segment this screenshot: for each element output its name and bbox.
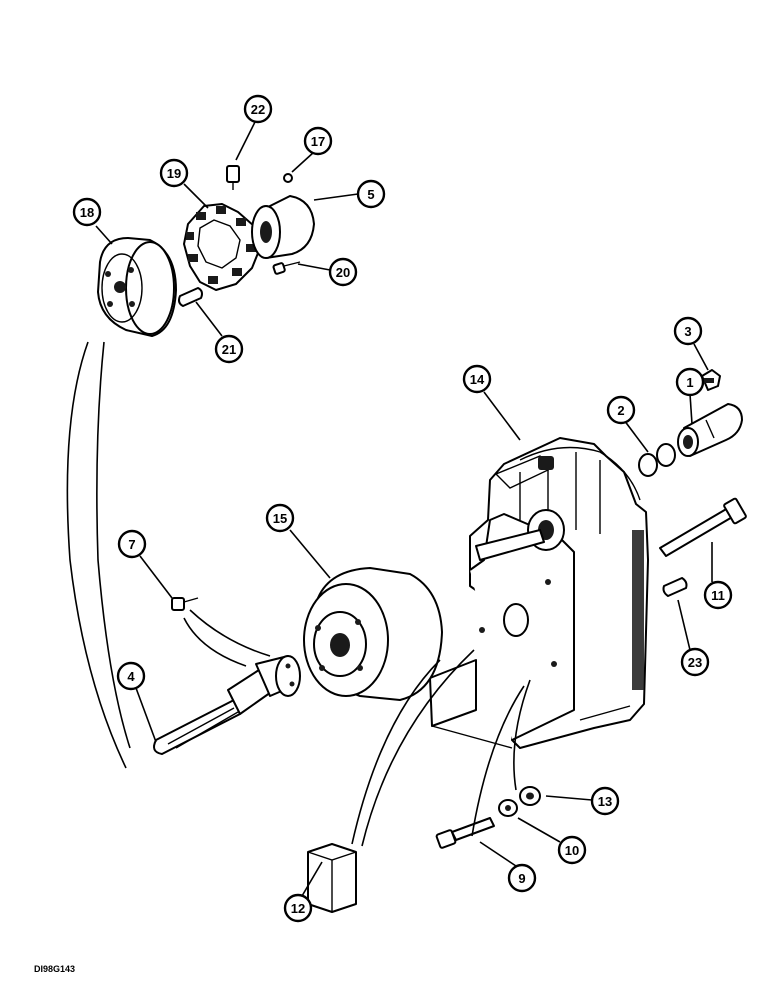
callout-23: 23 xyxy=(680,647,710,677)
svg-text:15: 15 xyxy=(273,511,287,526)
bolt-9 xyxy=(435,817,495,849)
svg-text:9: 9 xyxy=(518,871,525,886)
svg-text:18: 18 xyxy=(80,205,94,220)
callout-17: 17 xyxy=(303,126,333,156)
callout-13: 13 xyxy=(590,786,620,816)
svg-text:10: 10 xyxy=(565,843,579,858)
callout-22: 22 xyxy=(243,94,273,124)
block-12 xyxy=(307,843,357,913)
svg-text:4: 4 xyxy=(127,669,135,684)
svg-text:13: 13 xyxy=(598,794,612,809)
o-rings xyxy=(638,443,676,477)
callout-10: 10 xyxy=(557,835,587,865)
svg-text:19: 19 xyxy=(167,166,181,181)
callout-15: 15 xyxy=(265,503,295,533)
figure-code: DI98G143 xyxy=(34,964,75,974)
pump-housing xyxy=(429,437,649,749)
callout-19: 19 xyxy=(159,158,189,188)
flexible-coupling xyxy=(183,203,261,291)
nut-13 xyxy=(519,786,541,806)
long-bolt xyxy=(659,497,747,557)
callout-14: 14 xyxy=(462,364,492,394)
cap-screw-20 xyxy=(272,261,301,275)
svg-text:23: 23 xyxy=(688,655,702,670)
callout-leaders xyxy=(95,119,713,897)
svg-text:20: 20 xyxy=(336,265,350,280)
callout-18: 18 xyxy=(72,197,102,227)
flange-plate xyxy=(97,237,177,337)
callout-21: 21 xyxy=(214,334,244,364)
adapter-1 xyxy=(677,403,743,457)
callout-20: 20 xyxy=(328,257,358,287)
svg-text:12: 12 xyxy=(291,901,305,916)
svg-text:7: 7 xyxy=(128,537,135,552)
coupling-hub xyxy=(251,195,315,259)
callout-9: 9 xyxy=(507,863,537,893)
svg-text:21: 21 xyxy=(222,342,236,357)
dowel-23 xyxy=(662,577,688,597)
callout-7: 7 xyxy=(117,529,147,559)
callout-1: 1 xyxy=(675,367,705,397)
svg-text:17: 17 xyxy=(311,134,325,149)
svg-text:3: 3 xyxy=(684,324,691,339)
callout-12: 12 xyxy=(283,893,313,923)
callout-11: 11 xyxy=(703,580,733,610)
cap-screw-7 xyxy=(171,597,199,611)
washer-10 xyxy=(498,799,518,817)
callout-4: 4 xyxy=(116,661,146,691)
svg-text:22: 22 xyxy=(251,102,265,117)
svg-text:2: 2 xyxy=(617,403,624,418)
pulley-clutch xyxy=(303,567,443,701)
svg-text:5: 5 xyxy=(367,187,374,202)
dowel-pin xyxy=(178,287,203,307)
svg-text:1: 1 xyxy=(686,375,693,390)
svg-text:14: 14 xyxy=(470,372,485,387)
cap-screw-22 xyxy=(226,165,240,190)
assembly-guide-lines xyxy=(66,341,531,847)
callout-5: 5 xyxy=(356,179,386,209)
callout-3: 3 xyxy=(673,316,703,346)
drive-shaft xyxy=(153,655,301,755)
fitting-3 xyxy=(701,369,721,391)
svg-text:11: 11 xyxy=(711,588,725,603)
set-screw-17 xyxy=(283,173,293,183)
callout-2: 2 xyxy=(606,395,636,425)
